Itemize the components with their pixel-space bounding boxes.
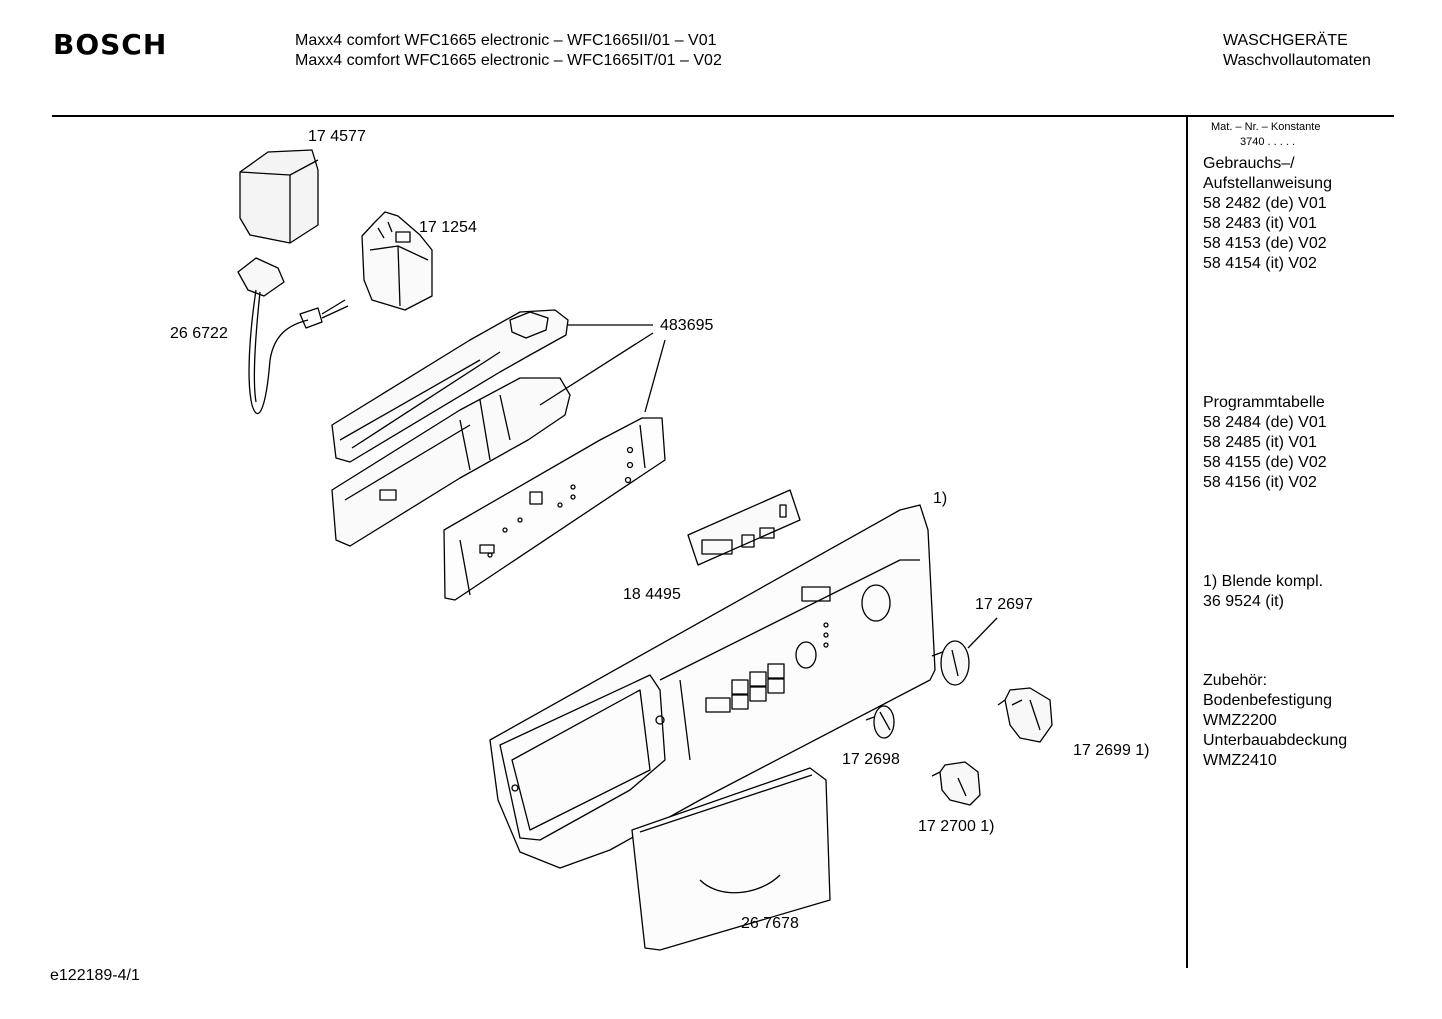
label-184495: 18 4495 bbox=[623, 586, 681, 603]
header-divider bbox=[52, 115, 1394, 117]
label-266722: 26 6722 bbox=[170, 325, 228, 342]
program-item: 58 4156 (it) V02 bbox=[1203, 474, 1317, 491]
subcategory: Waschvollautomaten bbox=[1223, 52, 1371, 69]
label-171254: 17 1254 bbox=[419, 219, 477, 236]
part-cover-cap bbox=[239, 149, 319, 244]
program-item: 58 2485 (it) V01 bbox=[1203, 434, 1317, 451]
leader-483695-c bbox=[644, 339, 666, 413]
program-heading: Programmtabelle bbox=[1203, 394, 1325, 411]
part-control-panel bbox=[489, 504, 936, 869]
program-item: 58 4155 (de) V02 bbox=[1203, 454, 1327, 471]
mat-nr-value: 3740 . . . . . bbox=[1240, 136, 1296, 148]
note-1: 1) Blende kompl. bbox=[1203, 573, 1324, 590]
label-note-1: 1) bbox=[933, 490, 948, 507]
part-electronics-module bbox=[331, 309, 666, 601]
model-line-2: Maxx4 comfort WFC1665 electronic – WFC16… bbox=[295, 52, 722, 69]
accessory-item: Unterbauabdeckung bbox=[1203, 732, 1348, 749]
drawing-code: e122189-4/1 bbox=[50, 967, 140, 984]
label-483695: 483695 bbox=[660, 317, 714, 334]
label-172698: 17 2698 bbox=[842, 751, 900, 768]
part-knob-172697 bbox=[931, 617, 998, 686]
part-drawer-flap bbox=[631, 767, 831, 951]
manual-item: 58 2483 (it) V01 bbox=[1203, 215, 1317, 232]
accessory-heading: Zubehör: bbox=[1203, 672, 1268, 689]
part-mains-cable bbox=[237, 257, 349, 415]
program-item: 58 2484 (de) V01 bbox=[1203, 414, 1327, 431]
label-267678: 26 7678 bbox=[741, 915, 799, 932]
exploded-parts-drawing bbox=[237, 149, 1053, 951]
manual-item: 58 2482 (de) V01 bbox=[1203, 195, 1327, 212]
manual-heading-2: Aufstellanweisung bbox=[1203, 175, 1332, 192]
label-172699: 17 2699 1) bbox=[1073, 742, 1150, 759]
part-display-board bbox=[687, 489, 801, 566]
leader-483695-b bbox=[539, 332, 654, 406]
label-172697: 17 2697 bbox=[975, 596, 1033, 613]
manual-item: 58 4154 (it) V02 bbox=[1203, 255, 1317, 272]
part-knob-172699 bbox=[997, 687, 1053, 743]
accessory-item: WMZ2200 bbox=[1203, 712, 1277, 729]
brand-logo: BOSCH bbox=[53, 28, 168, 61]
accessory-item: WMZ2410 bbox=[1203, 752, 1277, 769]
mat-nr-label: Mat. – Nr. – Konstante bbox=[1211, 121, 1321, 133]
model-line-1: Maxx4 comfort WFC1665 electronic – WFC16… bbox=[295, 32, 717, 49]
sidebar-divider bbox=[1186, 116, 1188, 968]
note-2: 36 9524 (it) bbox=[1203, 593, 1284, 610]
part-filter bbox=[361, 211, 433, 311]
part-knob-172698 bbox=[865, 705, 895, 739]
manual-heading-1: Gebrauchs–/ bbox=[1203, 155, 1295, 172]
accessory-item: Bodenbefestigung bbox=[1203, 692, 1332, 709]
label-174577: 17 4577 bbox=[308, 128, 366, 145]
manual-item: 58 4153 (de) V02 bbox=[1203, 235, 1327, 252]
part-knob-172700 bbox=[931, 761, 981, 806]
label-172700: 17 2700 1) bbox=[918, 818, 995, 835]
category: WASCHGERÄTE bbox=[1223, 32, 1348, 49]
